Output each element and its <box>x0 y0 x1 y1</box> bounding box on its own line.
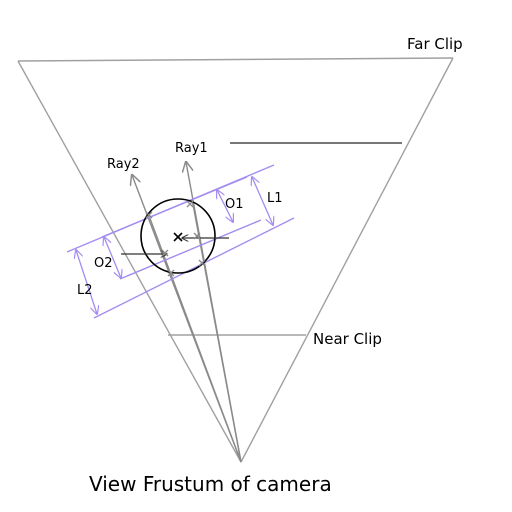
intersection-marker <box>145 211 153 219</box>
o1-label: O1 <box>225 197 244 212</box>
o1-dimension <box>217 190 233 222</box>
o2-dimension <box>104 237 121 278</box>
dimension-arrows <box>76 177 273 314</box>
intersection-marker <box>198 259 206 267</box>
slab-lines <box>66 164 295 319</box>
far-clip-edge <box>17 57 454 62</box>
l2-dimension <box>76 250 97 314</box>
view-frustum <box>17 57 454 463</box>
ray2-label: Ray2 <box>107 157 140 172</box>
intersection-marker <box>193 232 201 240</box>
slab-line-inner-bottom <box>119 219 262 280</box>
intersection-marker <box>186 200 194 208</box>
l2-label: L2 <box>77 283 93 298</box>
l1-dimension <box>252 177 273 225</box>
frustum-left-edge <box>17 60 242 463</box>
intersection-marker <box>161 249 169 257</box>
ray1-label: Ray1 <box>175 141 208 156</box>
l1-label: L1 <box>267 191 283 206</box>
ray-aux-2 <box>191 198 242 463</box>
near-clip-label: Near Clip <box>313 330 382 348</box>
sphere-center-marker <box>173 232 183 242</box>
slab-line-outer-bottom <box>93 217 295 319</box>
intersection-markers <box>145 200 206 277</box>
frustum-right-edge <box>240 57 454 463</box>
slab-line-inner-top <box>101 176 248 238</box>
sphere-object <box>140 198 216 274</box>
intersection-marker <box>167 269 175 277</box>
diagram-caption: View Frustum of camera <box>89 472 332 496</box>
o2-label: O2 <box>94 256 113 271</box>
far-clip-label: Far Clip <box>407 35 463 53</box>
